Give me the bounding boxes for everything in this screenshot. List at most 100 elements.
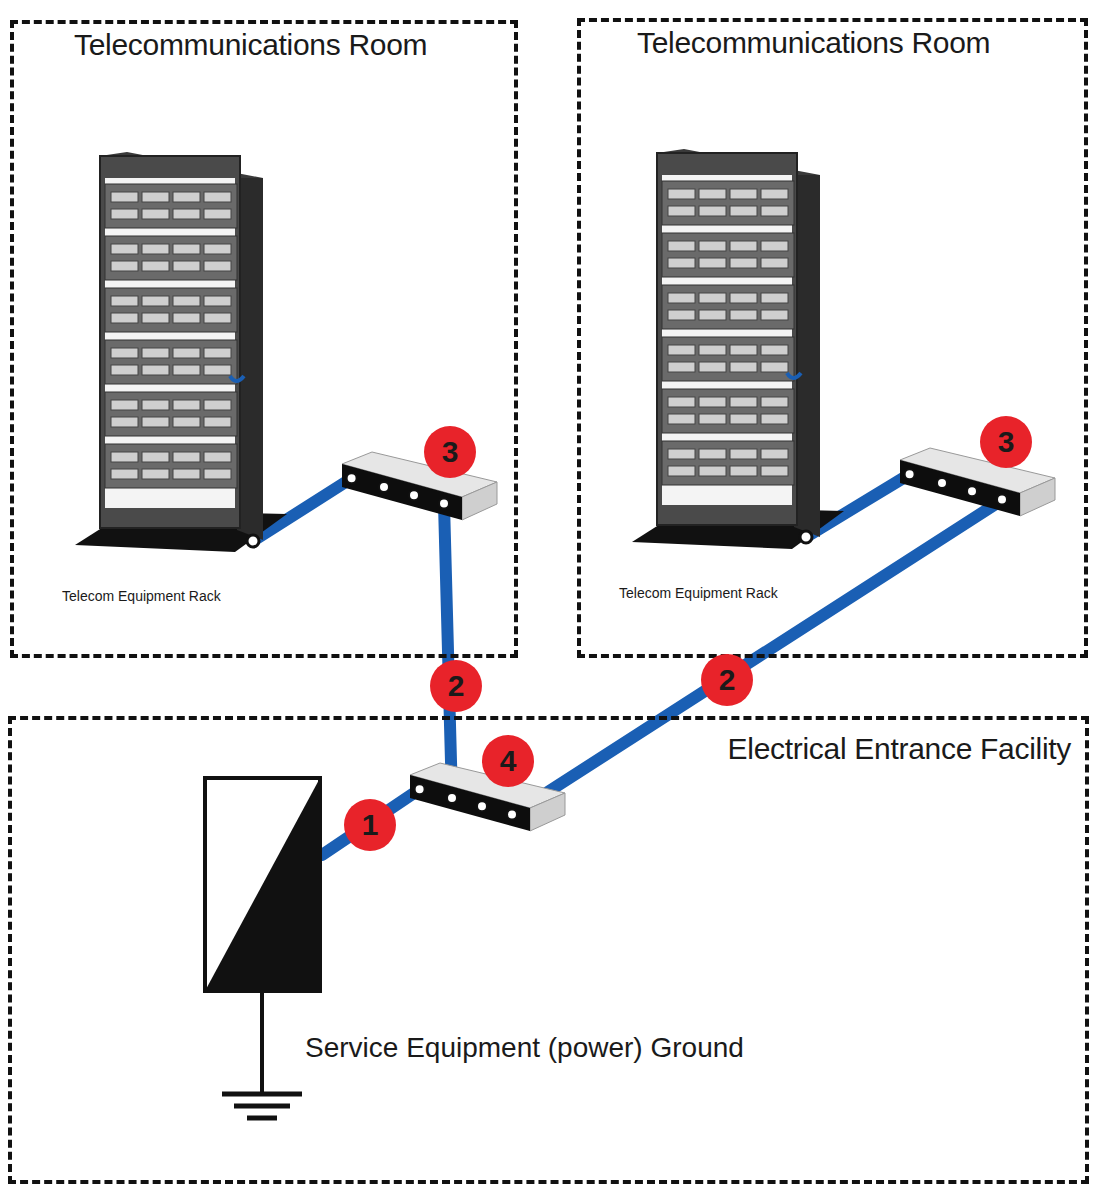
- rack-frame: [100, 156, 240, 528]
- patch-panel: [105, 340, 237, 384]
- port-block: [668, 449, 695, 459]
- port-block: [142, 313, 169, 323]
- port-block: [699, 414, 726, 424]
- port-block: [173, 348, 200, 358]
- bonding-conductor: [253, 478, 352, 541]
- port-block: [699, 206, 726, 216]
- port-block: [730, 293, 757, 303]
- port-block: [668, 206, 695, 216]
- port-block: [761, 449, 788, 459]
- port-block: [204, 244, 231, 254]
- ground-symbol: [234, 1104, 290, 1109]
- port-block: [111, 452, 138, 462]
- port-block: [142, 452, 169, 462]
- port-block: [111, 365, 138, 375]
- port-block: [173, 365, 200, 375]
- port-block: [173, 261, 200, 271]
- port-block: [142, 192, 169, 202]
- equipment-rack: Telecom Equipment Rack: [632, 145, 844, 550]
- port-block: [142, 348, 169, 358]
- port-block: [761, 206, 788, 216]
- patch-panel: [105, 392, 237, 436]
- port-block: [204, 348, 231, 358]
- port-block: [111, 192, 138, 202]
- port-block: [111, 417, 138, 427]
- port-block: [761, 310, 788, 320]
- busbar-end: [462, 482, 497, 520]
- panel-outline: [205, 778, 320, 991]
- busbar-hole: [415, 784, 425, 794]
- busbar-end: [1020, 478, 1055, 516]
- port-block: [111, 209, 138, 219]
- bond-terminal: [800, 531, 812, 543]
- busbar-front: [900, 460, 1020, 516]
- rack-label: Telecom Equipment Rack: [619, 585, 778, 601]
- port-block: [111, 313, 138, 323]
- port-block: [142, 261, 169, 271]
- busbar-hole: [409, 490, 419, 500]
- port-block: [761, 258, 788, 268]
- callout-number: 2: [430, 660, 482, 712]
- bonding-conductor: [444, 504, 452, 798]
- equipment-rack-drawing: [75, 148, 287, 553]
- room-title: Electrical Entrance Facility: [728, 732, 1071, 766]
- port-block: [668, 397, 695, 407]
- port-block: [730, 345, 757, 355]
- port-block: [142, 209, 169, 219]
- port-block: [730, 414, 757, 424]
- bonding-conductor: [806, 474, 910, 537]
- patch-panel: [662, 285, 794, 329]
- service-equipment-drawing: [203, 776, 322, 993]
- port-block: [142, 469, 169, 479]
- busbar-hole: [507, 810, 517, 820]
- port-block: [173, 400, 200, 410]
- busbar-drawing: [337, 452, 502, 522]
- patch-panel: [662, 441, 794, 485]
- busbar-hole: [379, 482, 389, 492]
- grounding-busbar: 4: [405, 763, 570, 833]
- port-block: [173, 469, 200, 479]
- port-block: [173, 244, 200, 254]
- port-block: [111, 244, 138, 254]
- port-block: [142, 400, 169, 410]
- port-block: [668, 345, 695, 355]
- port-block: [173, 313, 200, 323]
- port-block: [730, 241, 757, 251]
- callout-number: 2: [701, 654, 753, 706]
- port-block: [204, 365, 231, 375]
- patch-panel: [662, 337, 794, 381]
- port-block: [761, 345, 788, 355]
- port-block: [730, 310, 757, 320]
- busbar-hole: [477, 801, 487, 811]
- equipment-rack: Telecom Equipment Rack: [75, 148, 287, 553]
- port-block: [111, 348, 138, 358]
- patch-panel: [105, 444, 237, 488]
- port-block: [699, 362, 726, 372]
- port-block: [699, 345, 726, 355]
- port-block: [730, 449, 757, 459]
- port-block: [699, 258, 726, 268]
- patch-panel: [662, 389, 794, 433]
- callout-number: 4: [482, 735, 534, 787]
- port-block: [668, 293, 695, 303]
- port-block: [730, 362, 757, 372]
- port-block: [668, 362, 695, 372]
- port-block: [142, 244, 169, 254]
- ground-lead: [260, 993, 264, 1094]
- port-block: [204, 400, 231, 410]
- port-block: [173, 296, 200, 306]
- port-block: [699, 449, 726, 459]
- port-block: [173, 452, 200, 462]
- rack-label: Telecom Equipment Rack: [62, 588, 221, 604]
- port-block: [699, 189, 726, 199]
- port-block: [668, 258, 695, 268]
- port-block: [173, 192, 200, 202]
- port-block: [761, 414, 788, 424]
- port-block: [699, 397, 726, 407]
- port-block: [699, 466, 726, 476]
- port-block: [111, 296, 138, 306]
- busbar-hole: [447, 793, 457, 803]
- port-block: [699, 310, 726, 320]
- port-block: [699, 241, 726, 251]
